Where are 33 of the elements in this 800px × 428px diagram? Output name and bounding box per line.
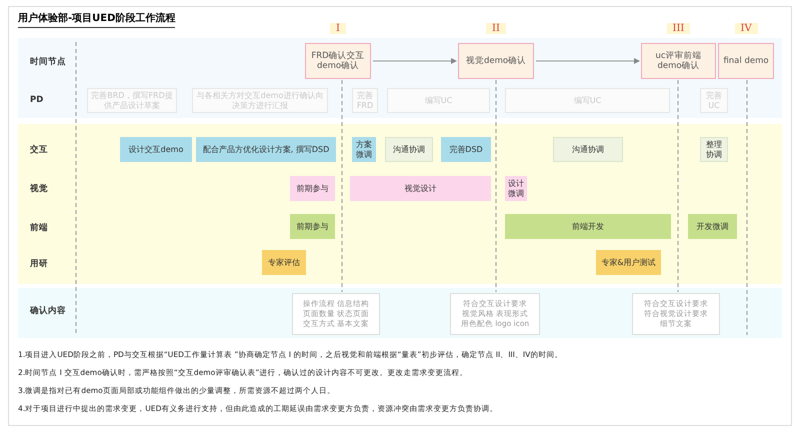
task-box: 前端开发 [505, 214, 671, 239]
milestone-box: final demo [718, 43, 774, 79]
task-box: 设计微调 [505, 176, 527, 201]
lane-label: PD [30, 95, 44, 105]
phase-number: III [666, 23, 690, 34]
task-box: 配合产品方优化设计方案, 撰写DSD [196, 137, 336, 162]
lane-label: 确认内容 [30, 305, 66, 317]
task-box: 设计交互demo [120, 137, 192, 162]
lane-label: 用研 [30, 258, 48, 270]
phase-number: I [330, 23, 346, 34]
diagram-title: 用户体验部-项目UED阶段工作流程 [18, 11, 176, 28]
task-box: 沟通协调 [553, 137, 623, 162]
task-box: 整理协调 [700, 137, 728, 162]
phase-number: II [486, 23, 506, 34]
task-box: 前期参与 [290, 176, 335, 201]
task-box: 方案微调 [352, 137, 376, 162]
lane-label: 视觉 [30, 183, 48, 195]
arrow [536, 58, 640, 64]
task-box: 完善DSD [441, 137, 491, 162]
lane-label: 交互 [30, 144, 48, 156]
task-box: 视觉设计 [350, 176, 491, 201]
milestone-box: uc评审前端demo确认 [641, 43, 716, 79]
task-box: 沟通协调 [385, 137, 433, 162]
task-box: 开发微调 [688, 214, 737, 239]
phase-number: IV [734, 23, 758, 34]
lane-label: 时间节点 [30, 56, 66, 68]
milestone-box: 视觉demo确认 [458, 43, 534, 79]
task-box: 专家评估 [262, 250, 306, 275]
task-box: 前期参与 [290, 214, 335, 239]
milestone-box: FRD确认交互demo确认 [305, 43, 371, 79]
arrow [372, 58, 457, 64]
lane-label: 前端 [30, 222, 48, 234]
task-box: 专家&用户测试 [596, 250, 661, 275]
